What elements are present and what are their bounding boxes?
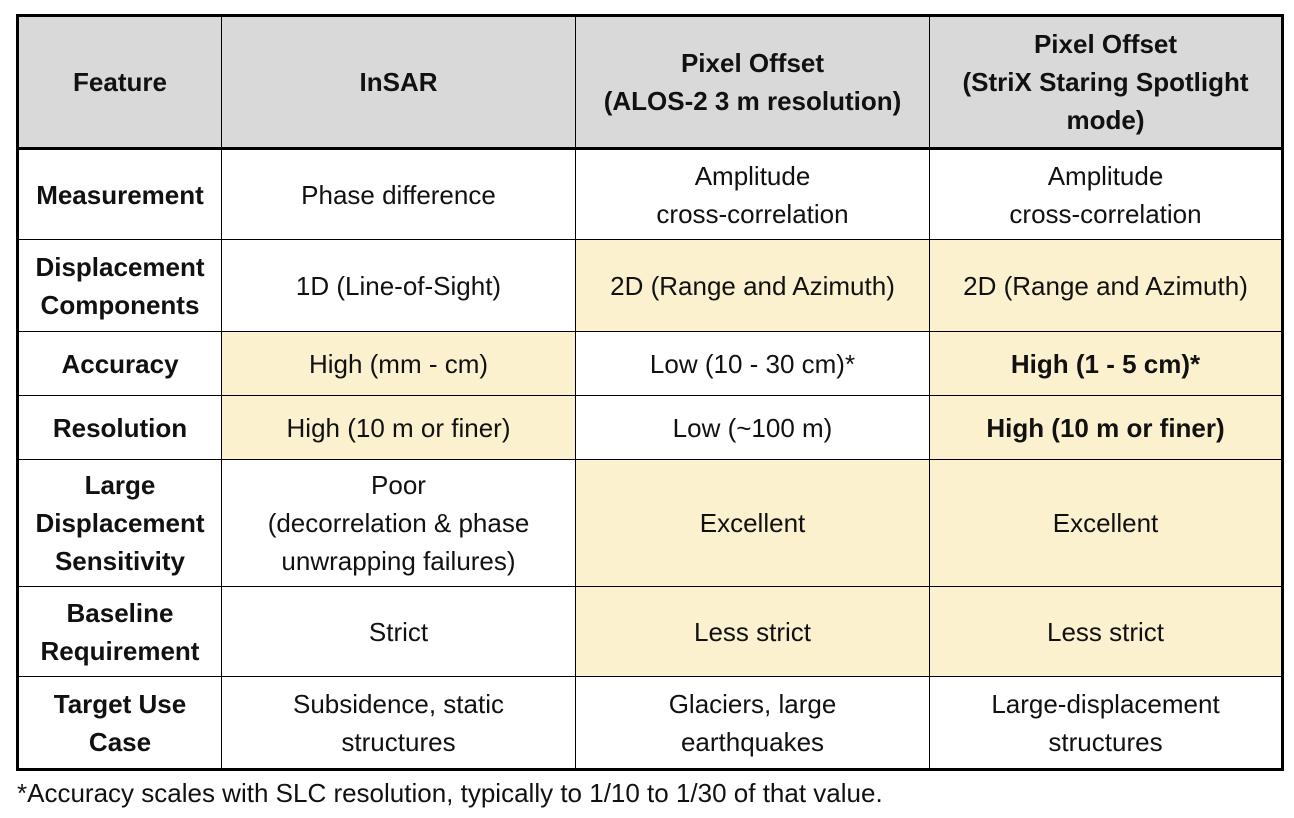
table-cell: Low (~100 m) (575, 395, 930, 460)
table-cell: Phase difference (221, 148, 576, 240)
row-label-accuracy: Accuracy (17, 331, 222, 396)
table-cell-highlighted: Less strict (929, 586, 1283, 677)
footnote: *Accuracy scales with SLC resolution, ty… (17, 778, 883, 808)
table-row: Large Displacement Sensitivity Poor (dec… (17, 459, 1283, 587)
header-pixel-offset-alos2: Pixel Offset (ALOS-2 3 m resolution) (575, 15, 930, 149)
row-label-target-use-case: Target Use Case (17, 676, 222, 770)
table-cell-highlighted: 2D (Range and Azimuth) (575, 239, 930, 332)
table-cell: Glaciers, large earthquakes (575, 676, 930, 770)
row-label-displacement-components: Displacement Components (17, 239, 222, 332)
table-header: Feature InSAR Pixel Offset (ALOS-2 3 m r… (17, 15, 1283, 149)
header-insar: InSAR (221, 15, 576, 149)
table-cell-highlighted: 2D (Range and Azimuth) (929, 239, 1283, 332)
table-cell-highlighted: Less strict (575, 586, 930, 677)
table-row: Baseline Requirement Strict Less strict … (17, 586, 1283, 677)
table-cell-highlighted-bold: High (10 m or finer) (929, 395, 1283, 460)
table-cell: Poor (decorrelation & phase unwrapping f… (221, 459, 576, 587)
table-cell-highlighted: Excellent (575, 459, 930, 587)
table-row: Accuracy High (mm - cm) Low (10 - 30 cm)… (17, 331, 1283, 396)
row-label-large-displacement-sensitivity: Large Displacement Sensitivity (17, 459, 222, 587)
table-row: Displacement Components 1D (Line-of-Sigh… (17, 239, 1283, 332)
table-cell-highlighted: High (10 m or finer) (221, 395, 576, 460)
table-cell-highlighted-bold: High (1 - 5 cm)* (929, 331, 1283, 396)
table-cell-highlighted: High (mm - cm) (221, 331, 576, 396)
row-label-resolution: Resolution (17, 395, 222, 460)
table-row: Resolution High (10 m or finer) Low (~10… (17, 395, 1283, 460)
row-label-measurement: Measurement (17, 148, 222, 240)
header-feature: Feature (17, 15, 222, 149)
header-pixel-offset-strix: Pixel Offset (StriX Staring Spotlight mo… (929, 15, 1283, 149)
table-cell: Subsidence, static structures (221, 676, 576, 770)
table-cell: Large-displacement structures (929, 676, 1283, 770)
row-label-baseline-requirement: Baseline Requirement (17, 586, 222, 677)
table-cell: Amplitude cross-correlation (575, 148, 930, 240)
table-cell: Low (10 - 30 cm)* (575, 331, 930, 396)
table-row: Measurement Phase difference Amplitude c… (17, 148, 1283, 240)
table-cell: Strict (221, 586, 576, 677)
header-row: Feature InSAR Pixel Offset (ALOS-2 3 m r… (17, 15, 1283, 149)
table-cell: Amplitude cross-correlation (929, 148, 1283, 240)
table-body: Measurement Phase difference Amplitude c… (17, 148, 1283, 770)
comparison-table: Feature InSAR Pixel Offset (ALOS-2 3 m r… (16, 14, 1284, 771)
table-cell-highlighted: Excellent (929, 459, 1283, 587)
table-row: Target Use Case Subsidence, static struc… (17, 676, 1283, 770)
table-cell: 1D (Line-of-Sight) (221, 239, 576, 332)
